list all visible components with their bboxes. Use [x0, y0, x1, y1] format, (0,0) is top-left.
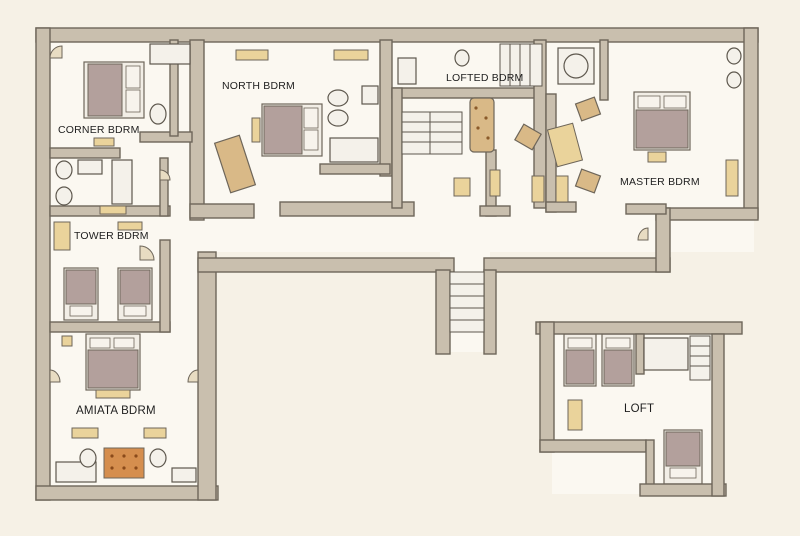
room-label-tower: TOWER BDRM [74, 230, 149, 242]
room-label-north: NORTH BDRM [222, 80, 295, 92]
furniture [53, 49, 739, 479]
room-label-amiata: AMIATA BDRM [76, 405, 156, 417]
room-label-loft: LOFT [624, 403, 655, 415]
door-arcs [49, 45, 649, 383]
room-label-master: MASTER BDRM [620, 176, 700, 188]
interior-walls [49, 39, 667, 333]
room-label-lofted: LOFTED BDRM [446, 72, 524, 84]
stairs [401, 43, 543, 355]
bath-fixtures [55, 43, 742, 483]
outer-walls [35, 27, 759, 501]
beds [63, 61, 703, 485]
room-label-corner: CORNER BDRM [58, 124, 140, 136]
loft-building [535, 321, 743, 497]
